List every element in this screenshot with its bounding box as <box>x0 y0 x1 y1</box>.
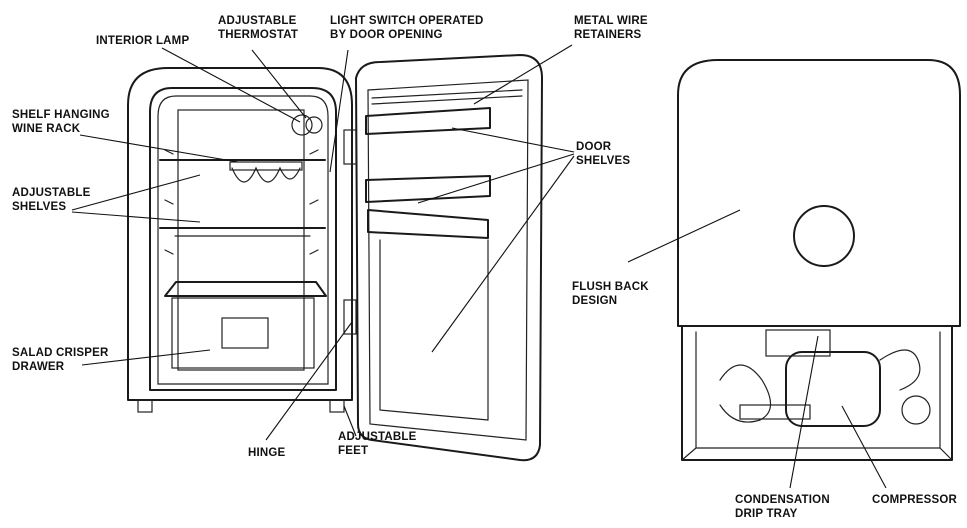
label-compressor: COMPRESSOR <box>872 494 958 506</box>
label-flush-back-1: FLUSH BACK <box>572 281 649 293</box>
crisper-drawer <box>171 297 315 369</box>
wine-rack <box>159 159 326 183</box>
label-condensation-2: DRIP TRAY <box>735 508 798 520</box>
label-light-switch-1: LIGHT SWITCH OPERATED <box>330 15 483 27</box>
rear-view <box>677 59 961 461</box>
rear-circle <box>793 205 855 267</box>
fridge-cabinet <box>127 67 353 413</box>
fridge-door <box>343 54 543 462</box>
label-feet-2: FEET <box>338 445 368 457</box>
labels: INTERIOR LAMP ADJUSTABLE THERMOSTAT LIGH… <box>12 15 958 520</box>
wire-retainers <box>371 89 523 105</box>
label-thermostat-1: ADJUSTABLE <box>218 15 297 27</box>
label-wine-rack-2: WINE RACK <box>12 123 81 135</box>
label-interior-lamp: INTERIOR LAMP <box>96 35 189 47</box>
label-door-shelves-2: SHELVES <box>576 155 630 167</box>
door-shelves <box>365 107 491 421</box>
hinge-top <box>343 129 357 165</box>
label-wine-rack-1: SHELF HANGING <box>12 109 110 121</box>
cabinet-shelves <box>159 227 327 297</box>
label-shelves-1: ADJUSTABLE <box>12 187 91 199</box>
label-hinge: HINGE <box>248 447 286 459</box>
label-metal-wire-1: METAL WIRE <box>574 15 648 27</box>
label-crisper-1: SALAD CRISPER <box>12 347 109 359</box>
hinge-bottom <box>343 299 357 335</box>
label-light-switch-2: BY DOOR OPENING <box>330 29 443 41</box>
leader-lines <box>71 44 887 489</box>
label-shelves-2: SHELVES <box>12 201 66 213</box>
label-feet-1: ADJUSTABLE <box>338 431 417 443</box>
label-crisper-2: DRAWER <box>12 361 65 373</box>
thermostat-lamp <box>291 114 323 136</box>
label-thermostat-2: THERMOSTAT <box>218 29 298 41</box>
label-door-shelves-1: DOOR <box>576 141 612 153</box>
label-flush-back-2: DESIGN <box>572 295 617 307</box>
label-condensation-1: CONDENSATION <box>735 494 830 506</box>
compressor-unit <box>719 329 931 427</box>
label-metal-wire-2: RETAINERS <box>574 29 642 41</box>
